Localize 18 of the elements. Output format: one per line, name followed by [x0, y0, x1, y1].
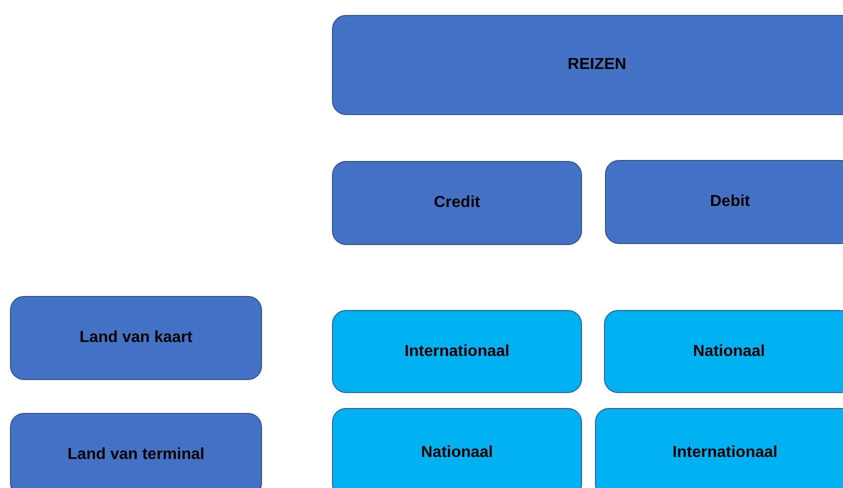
category-box [332, 408, 582, 488]
box-label: REIZEN [568, 56, 626, 74]
box-label: Nationaal [420, 444, 493, 462]
box-label: Land van terminal [68, 446, 204, 464]
box-label: Internationaal [404, 342, 510, 360]
category-box [595, 408, 843, 488]
box-label: Credit [434, 194, 480, 212]
box-label: Nationaal [692, 342, 765, 360]
category-box [332, 161, 582, 245]
category-box [332, 15, 843, 115]
box-label: Land van kaart [80, 329, 192, 347]
category-box [604, 310, 843, 393]
box-label: Debit [710, 193, 750, 211]
category-box [605, 160, 843, 244]
box-label: Internationaal [672, 444, 778, 462]
category-box [332, 310, 582, 393]
category-box [10, 296, 262, 380]
category-box [10, 413, 262, 488]
